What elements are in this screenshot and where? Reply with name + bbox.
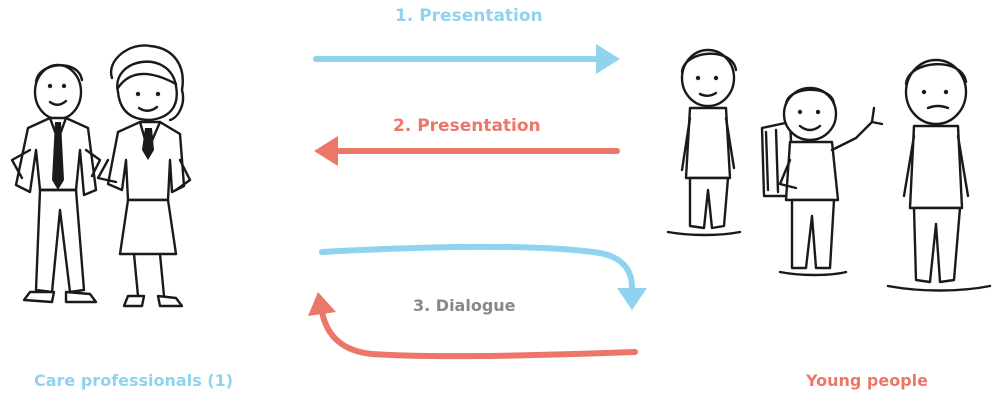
woman-figure bbox=[96, 44, 192, 308]
arrow-presentation-1 bbox=[313, 44, 620, 74]
arrow-presentation-2 bbox=[314, 136, 620, 166]
boy-middle-figure bbox=[760, 86, 884, 277]
boy-right-figure bbox=[886, 58, 992, 292]
step-1-label: 1. Presentation bbox=[395, 6, 543, 26]
young-people-caption: Young people bbox=[806, 371, 928, 390]
boy-left-figure bbox=[666, 48, 742, 237]
man-figure bbox=[10, 63, 102, 304]
step-2-label: 2. Presentation bbox=[393, 116, 541, 136]
arrow-dialogue-blue bbox=[319, 243, 647, 310]
step-3-label: 3. Dialogue bbox=[413, 296, 516, 315]
care-professionals-caption: Care professionals (1) bbox=[34, 371, 234, 390]
arrow-dialogue-red bbox=[308, 292, 638, 360]
